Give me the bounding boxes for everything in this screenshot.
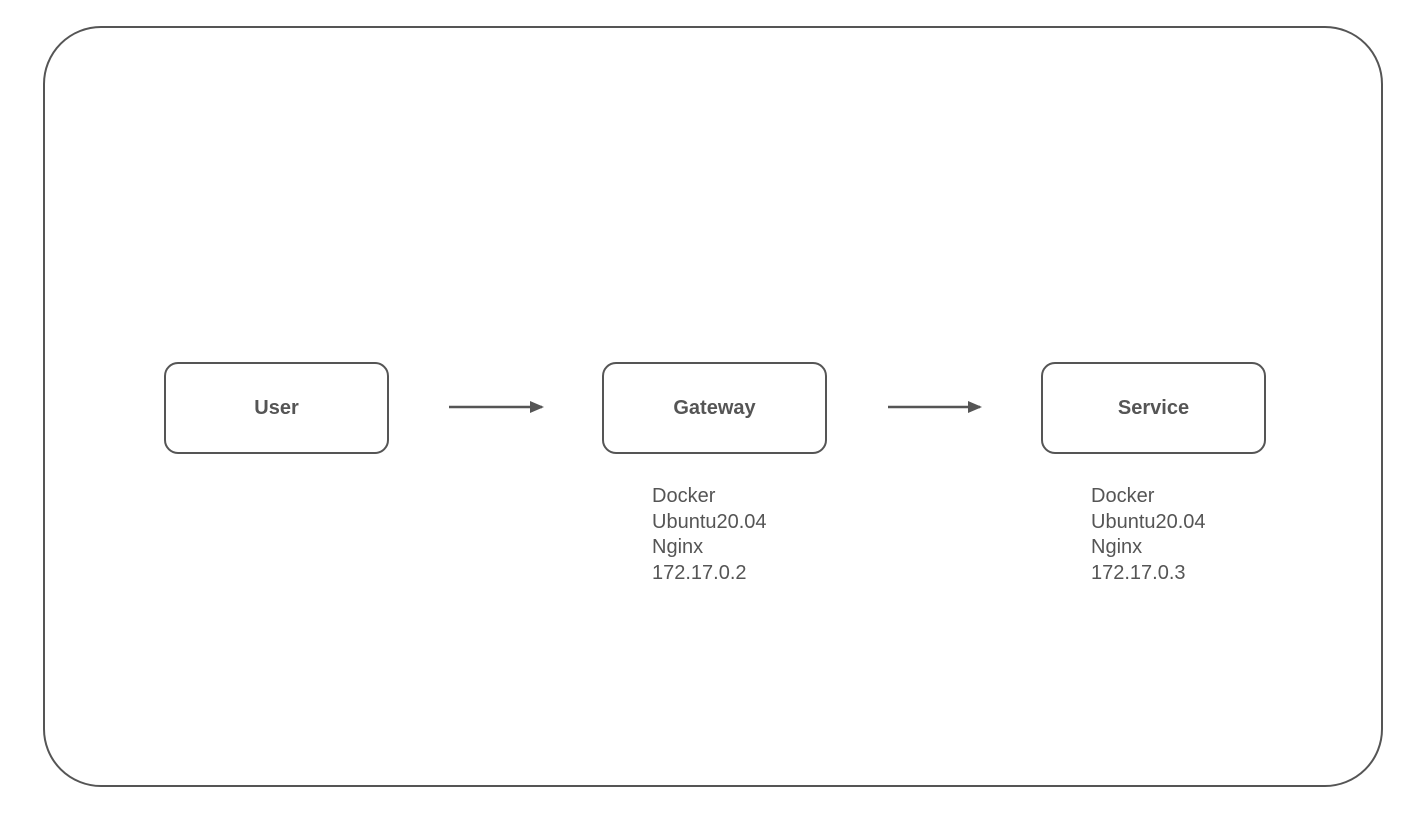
service-node-label: Service (1117, 396, 1190, 419)
gateway-node-label: Gateway (673, 396, 756, 419)
service-detail-os: Ubuntu20.04 (1091, 510, 1206, 533)
user-node[interactable]: User (164, 362, 389, 454)
diagram-frame (43, 26, 1383, 787)
service-detail-server: Nginx (1091, 536, 1143, 558)
service-detail-platform: Docker (1091, 485, 1155, 507)
gateway-node[interactable]: Gateway (602, 362, 827, 454)
service-details: Docker Ubuntu20.04 Nginx 172.17.0.3 (1091, 484, 1206, 586)
service-detail-ip: 172.17.0.3 (1091, 561, 1186, 584)
service-node[interactable]: Service (1041, 362, 1266, 454)
gateway-detail-server: Nginx (652, 536, 704, 558)
gateway-detail-ip: 172.17.0.2 (652, 561, 747, 584)
gateway-detail-platform: Docker (652, 485, 716, 507)
gateway-detail-os: Ubuntu20.04 (652, 510, 767, 533)
gateway-details: Docker Ubuntu20.04 Nginx 172.17.0.2 (652, 484, 767, 586)
user-node-label: User (254, 396, 299, 419)
